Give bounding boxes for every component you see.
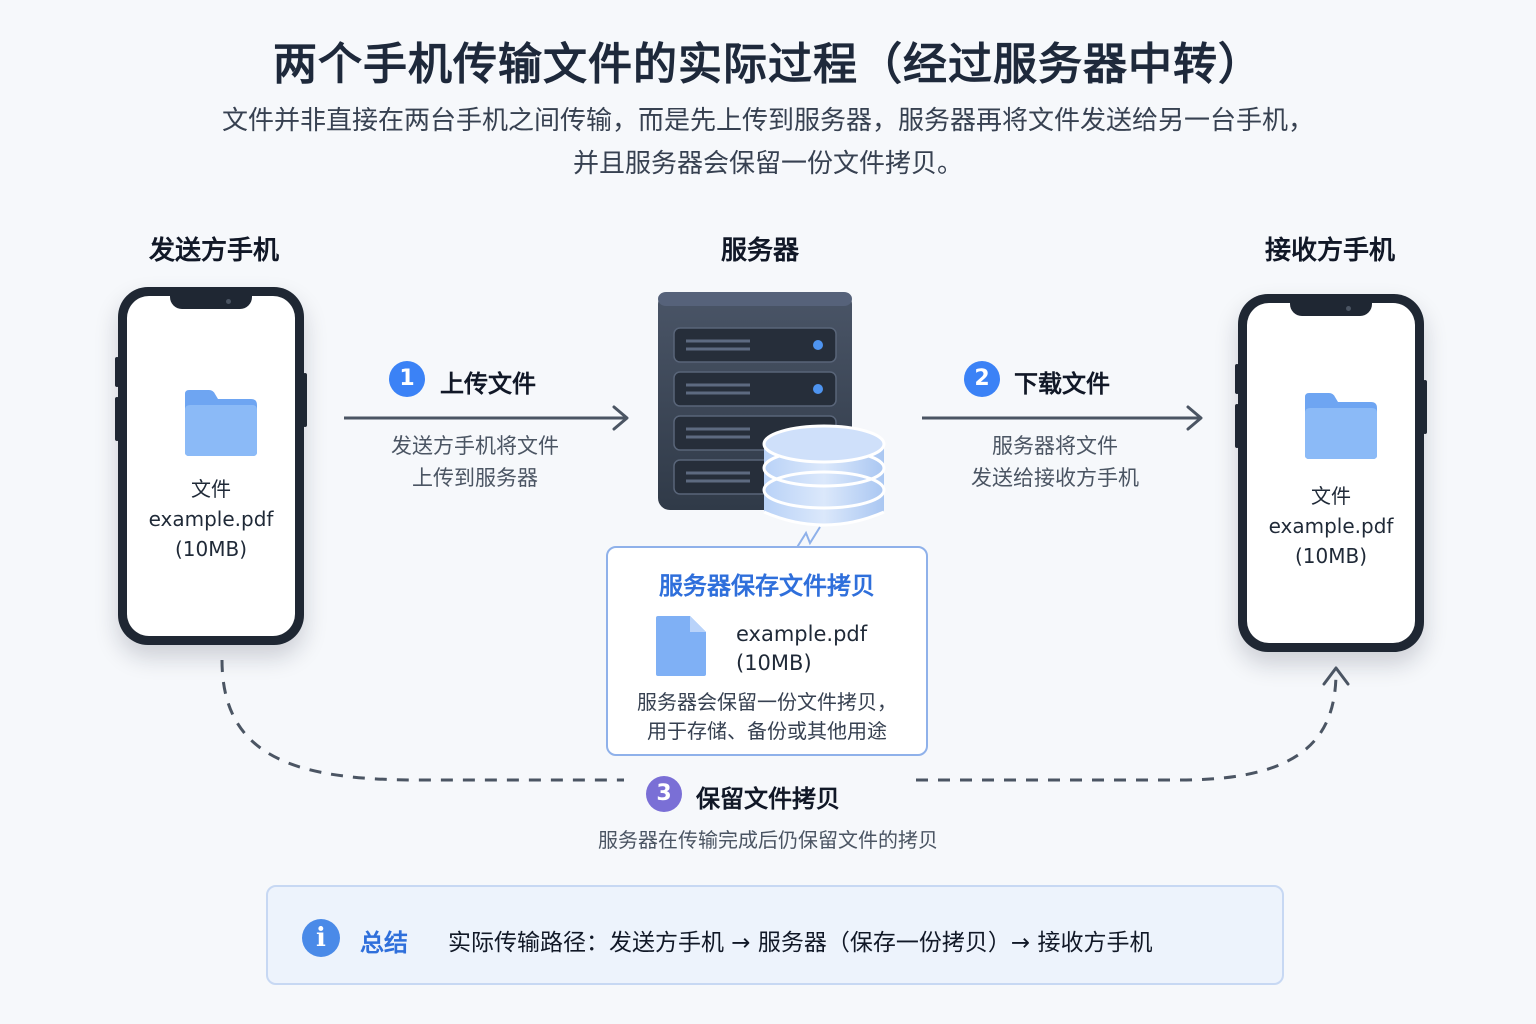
step-2-desc-line: 服务器将文件 <box>992 434 1118 458</box>
copy-box-description: 服务器会保留一份文件拷贝， 用于存储、备份或其他用途 <box>608 688 926 746</box>
page-subtitle: 文件并非直接在两台手机之间传输，而是先上传到服务器，服务器再将文件发送给另一台手… <box>0 100 1536 186</box>
database-icon <box>762 424 886 527</box>
file-label: 文件 <box>1311 484 1351 508</box>
server-rack-icon <box>658 292 886 527</box>
phone-side-button <box>115 357 119 387</box>
server-label: 服务器 <box>720 236 799 266</box>
phone-side-button <box>303 373 307 427</box>
sender-phone-screen: 文件 example.pdf (10MB) <box>127 296 295 636</box>
step-2-desc-line: 发送给接收方手机 <box>971 466 1139 490</box>
summary-label: 总结 <box>360 929 408 957</box>
step-1-badge: 1 <box>389 361 425 397</box>
server-copy-box: 服务器保存文件拷贝 example.pdf (10MB) 服务器会保留一份文件拷… <box>606 546 928 756</box>
file-name: example.pdf <box>148 507 274 531</box>
step-3-label: 保留文件拷贝 <box>696 785 840 813</box>
summary-text: 实际传输路径：发送方手机 → 服务器（保存一份拷贝）→ 接收方手机 <box>448 930 1153 956</box>
upload-arrow <box>344 405 629 431</box>
step-2-description: 服务器将文件 发送给接收方手机 <box>930 430 1180 494</box>
phone-side-button <box>115 397 119 441</box>
folder-icon <box>185 390 257 456</box>
link-connector <box>795 526 821 550</box>
step-1-description: 发送方手机将文件 上传到服务器 <box>350 430 600 494</box>
step-1-desc-line: 上传到服务器 <box>412 466 538 490</box>
file-name: example.pdf <box>1268 514 1394 538</box>
file-label: 文件 <box>191 477 231 501</box>
folder-icon <box>1305 393 1377 459</box>
step-2-label: 下载文件 <box>1014 370 1110 398</box>
phone-side-button <box>1423 380 1427 434</box>
copy-file-info: example.pdf (10MB) <box>736 620 867 678</box>
info-icon: i <box>302 919 340 957</box>
receiver-phone: 文件 example.pdf (10MB) <box>1235 294 1427 652</box>
step-1-label: 上传文件 <box>440 370 536 398</box>
sender-phone: 文件 example.pdf (10MB) <box>115 287 307 645</box>
step-2-badge: 2 <box>964 361 1000 397</box>
copy-desc-line: 用于存储、备份或其他用途 <box>647 719 887 743</box>
subtitle-line-1: 文件并非直接在两台手机之间传输，而是先上传到服务器，服务器再将文件发送给另一台手… <box>221 106 1314 136</box>
phone-side-button <box>1235 404 1239 448</box>
sender-file-info: 文件 example.pdf (10MB) <box>127 474 295 564</box>
phone-notch <box>1290 302 1372 316</box>
page-title: 两个手机传输文件的实际过程（经过服务器中转） <box>273 39 1263 90</box>
receiver-phone-screen: 文件 example.pdf (10MB) <box>1247 303 1415 643</box>
phone-camera <box>1346 306 1351 311</box>
file-size: (10MB) <box>1294 544 1368 568</box>
step-1-desc-line: 发送方手机将文件 <box>391 434 559 458</box>
phone-camera <box>226 299 231 304</box>
copy-box-title: 服务器保存文件拷贝 <box>659 572 875 600</box>
download-arrow <box>922 405 1203 431</box>
subtitle-line-2: 并且服务器会保留一份文件拷贝。 <box>572 149 963 179</box>
summary-box: i 总结 实际传输路径：发送方手机 → 服务器（保存一份拷贝）→ 接收方手机 <box>266 885 1284 985</box>
file-size: (10MB) <box>174 537 248 561</box>
sender-label: 发送方手机 <box>148 236 279 266</box>
phone-notch <box>170 295 252 309</box>
document-icon <box>656 616 706 676</box>
phone-side-button <box>1235 364 1239 394</box>
receiver-file-info: 文件 example.pdf (10MB) <box>1247 481 1415 571</box>
step-3-badge: 3 <box>646 776 682 812</box>
file-name: example.pdf <box>736 622 868 646</box>
copy-desc-line: 服务器会保留一份文件拷贝， <box>637 690 897 714</box>
receiver-label: 接收方手机 <box>1264 236 1395 266</box>
file-size: (10MB) <box>736 651 812 675</box>
step-3-description: 服务器在传输完成后仍保留文件的拷贝 <box>598 828 938 852</box>
